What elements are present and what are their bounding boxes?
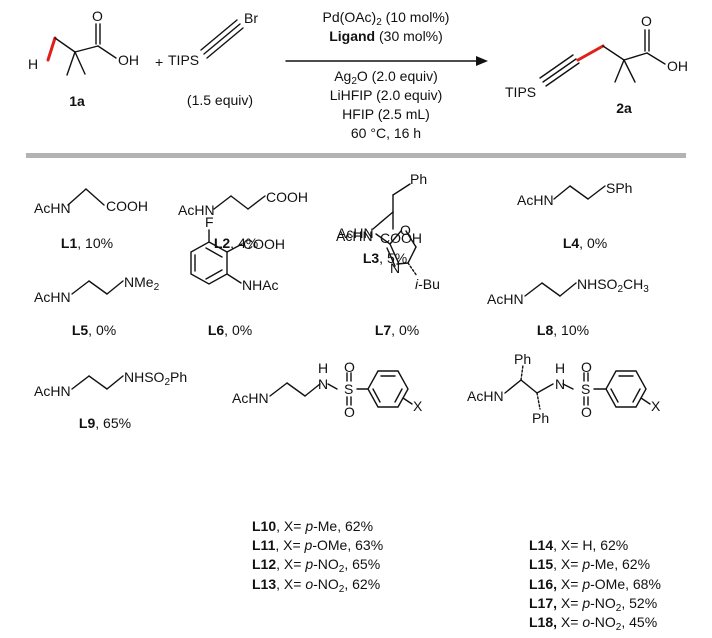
l10-achn: AcHN <box>232 390 269 406</box>
l5-achn: AcHN <box>34 289 71 305</box>
ligand-l5-bonds <box>71 280 124 295</box>
l12-entry: L12, X= p-NO2, 65% <box>252 556 381 575</box>
product-o-atom: O <box>641 13 652 29</box>
l4-label: L4, 0% <box>562 235 608 251</box>
l2-label: L2, 4% <box>213 235 259 251</box>
substrate-1a-bonds <box>46 23 117 76</box>
plus-sign: + <box>155 54 164 70</box>
sm-o-atom: O <box>92 8 103 24</box>
l10-s-atom: S <box>344 381 354 397</box>
l14-o-atom-bottom: O <box>581 404 592 420</box>
l10-o-atom-bottom: O <box>344 404 355 420</box>
l6-cooh: COOH <box>243 236 285 252</box>
condition-catalyst: Pd(OAc)2 (10 mol%) <box>322 9 450 28</box>
l7-achn: AcHN <box>336 228 373 244</box>
l14-ph-top: Ph <box>514 351 532 367</box>
condition-solvent: HFIP (2.5 mL) <box>342 106 430 122</box>
ligand-l7-ring <box>375 230 418 277</box>
l8-nhso2ch3: NHSO2CH3 <box>577 276 649 295</box>
product-oh-group: OH <box>667 58 688 74</box>
l14-achn: AcHN <box>467 388 504 404</box>
sm-label: 1a <box>69 93 85 109</box>
sm-oh-group: OH <box>118 52 139 68</box>
ligand-l14-l18-bonds <box>504 364 651 410</box>
section-divider <box>26 153 686 158</box>
l10-h-atom: H <box>318 360 329 376</box>
l2-achn: AcHN <box>178 202 215 218</box>
l7-label: L7, 0% <box>374 322 420 338</box>
l9-achn: AcHN <box>34 383 71 399</box>
ligand-l4-bonds <box>553 185 606 200</box>
reaction-arrow <box>285 56 488 66</box>
ligand-l2-bonds <box>213 195 266 210</box>
condition-oxidant: Ag2O (2.0 equiv) <box>334 68 438 87</box>
l14-entry: L14, X= H, 62% <box>529 537 629 553</box>
ligand-l8-bonds <box>524 282 577 297</box>
l10-x-substituent: X <box>413 398 423 414</box>
l8-achn: AcHN <box>487 291 524 307</box>
reagent-tips: TIPS <box>168 52 200 68</box>
l4-sph: SPh <box>606 180 633 196</box>
condition-additive: LiHFIP (2.0 equiv) <box>329 87 443 103</box>
l5-label: L5, 0% <box>71 322 117 338</box>
l1-label: L1, 10% <box>60 235 114 251</box>
product-2a-bonds <box>539 29 666 87</box>
l7-o-atom: O <box>400 222 411 238</box>
l6-nhac: NHAc <box>242 277 279 293</box>
reagent-equiv: (1.5 equiv) <box>186 92 254 108</box>
l3-cooh: COOH <box>380 230 422 246</box>
l7-n-atom: N <box>390 260 401 276</box>
l10-entry: L10, X= p-Me, 62% <box>252 518 374 534</box>
l15-entry: L15, X= p-Me, 62% <box>529 556 651 572</box>
l18-entry: L18, X= o-NO2, 45% <box>529 614 658 633</box>
ligand-l9-bonds <box>71 375 124 390</box>
product-tips: TIPS <box>505 84 537 100</box>
l11-entry: L11, X= p-OMe, 63% <box>252 537 384 553</box>
l9-nhso2ph: NHSO2Ph <box>124 369 188 388</box>
l8-label: L8, 10% <box>536 322 590 338</box>
l1-cooh: COOH <box>106 198 148 214</box>
l14-ph-bottom: Ph <box>532 410 550 426</box>
sm-h-atom: H <box>28 56 39 72</box>
l4-achn: AcHN <box>517 192 554 208</box>
l5-nme2: NMe2 <box>124 274 160 293</box>
l1-achn: AcHN <box>34 200 71 216</box>
ligand-l1-bonds <box>67 188 105 206</box>
l7-ibu: i-Bu <box>415 276 440 292</box>
condition-temperature: 60 °C, 16 h <box>350 125 422 141</box>
l14-n-atom: N <box>555 376 566 392</box>
ligand-l10-l13-bonds <box>269 370 413 408</box>
product-label: 2a <box>616 100 632 116</box>
l3-label: L3, 5% <box>362 250 408 266</box>
l10-o-atom-top: O <box>344 359 355 375</box>
l10-n-atom: N <box>318 376 329 392</box>
l14-x-substituent: X <box>651 398 661 414</box>
l13-entry: L13, X= o-NO2, 62% <box>252 576 381 595</box>
l6-label: L6, 0% <box>207 322 253 338</box>
l9-label: L9, 65% <box>78 415 132 431</box>
ligand-l3-bonds <box>372 183 411 230</box>
reagent-br: Br <box>244 10 258 26</box>
l14-h-atom: H <box>555 360 566 376</box>
condition-ligand: Ligand (30 mol%) <box>329 28 443 44</box>
l14-o-atom-top: O <box>581 359 592 375</box>
l14-s-atom: S <box>581 381 591 397</box>
l17-entry: L17, X= p-NO2, 52% <box>529 595 658 614</box>
l16-entry: L16, X= p-OMe, 68% <box>529 576 661 592</box>
alkyne-reagent-bonds <box>200 19 244 59</box>
ligand-l6-ring <box>190 229 243 285</box>
l6-f-atom: F <box>205 214 214 230</box>
l3-ph: Ph <box>410 171 428 187</box>
l2-cooh: COOH <box>266 189 308 205</box>
l3-achn: AcHN <box>337 225 374 241</box>
